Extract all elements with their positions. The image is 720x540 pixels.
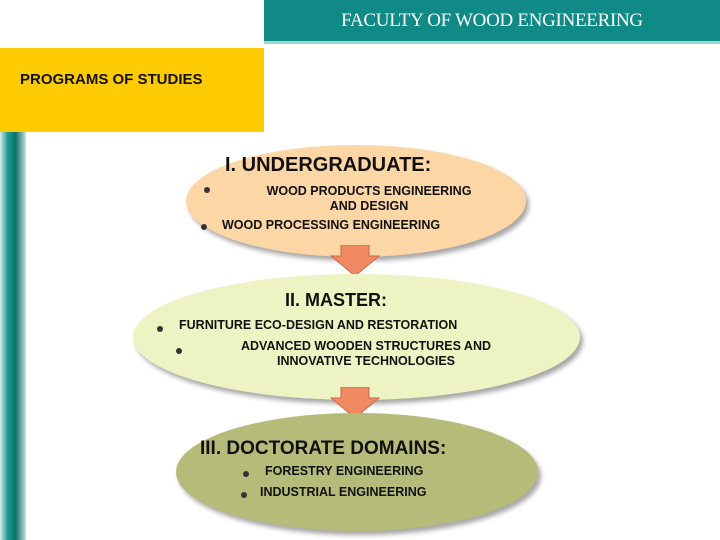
bullet-icon [176,348,182,354]
doctorate-box [176,413,538,531]
bullet-icon [204,187,210,193]
down-arrow-icon [329,387,381,419]
master-item-2: ADVANCED WOODEN STRUCTURES AND INNOVATIV… [241,339,491,368]
programs-title: PROGRAMS OF STUDIES [20,71,203,88]
master-heading: II. MASTER: [285,290,387,310]
sidebar-decoration [0,132,26,540]
master-box [133,274,580,400]
bullet-icon [241,492,247,498]
title-block [0,48,264,132]
undergraduate-box [186,145,526,257]
bullet-icon [157,326,163,332]
down-arrow-icon [329,245,381,277]
bullet-icon [201,224,207,230]
header-stripe [264,41,720,44]
doctorate-heading: III. DOCTORATE DOMAINS: [200,438,447,459]
undergraduate-item-1: WOOD PRODUCTS ENGINEERING AND DESIGN [266,184,472,213]
doctorate-item-2: INDUSTRIAL ENGINEERING [260,485,427,499]
faculty-title: FACULTY OF WOOD ENGINEERING [341,10,643,31]
bullet-icon [243,471,249,477]
undergraduate-item-2: WOOD PROCESSING ENGINEERING [222,218,441,232]
undergraduate-heading: I. UNDERGRADUATE: [225,154,432,176]
header-bar [264,0,720,41]
doctorate-item-1: FORESTRY ENGINEERING [265,464,424,478]
master-item-1: FURNITURE ECO-DESIGN AND RESTORATION [179,318,458,332]
